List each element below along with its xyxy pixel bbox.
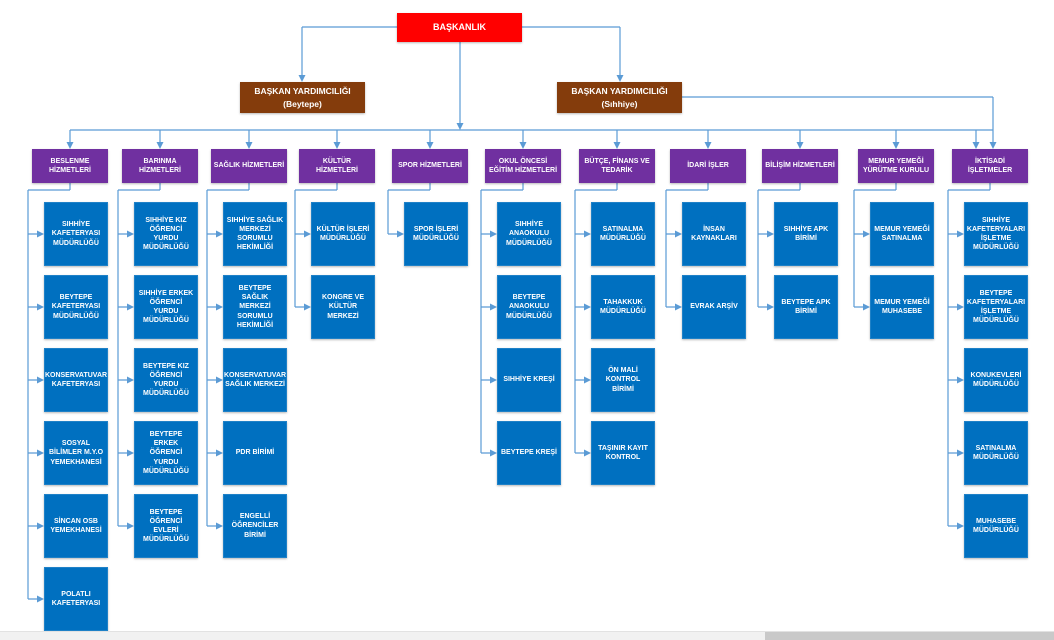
unit-box: SIHHİYE KAFETERYALARI İŞLETME MÜDÜRLÜĞÜ	[964, 202, 1028, 266]
unit-box: SİNCAN OSB YEMEKHANESİ	[44, 494, 108, 558]
unit-box: BEYTEPE KREŞİ	[497, 421, 561, 485]
deputy-title: BAŞKAN YARDIMCILIĞI	[254, 85, 351, 96]
unit-box: SOSYAL BİLİMLER M.Y.O YEMEKHANESİ	[44, 421, 108, 485]
horizontal-scrollbar-thumb[interactable]	[765, 632, 1054, 640]
department-box: BARINMA HİZMETLERİ	[122, 149, 198, 183]
department-box: OKUL ÖNCESİ EĞİTİM HİZMETLERİ	[485, 149, 561, 183]
unit-box: KONGRE VE KÜLTÜR MERKEZİ	[311, 275, 375, 339]
unit-box: KONUKEVLERİ MÜDÜRLÜĞÜ	[964, 348, 1028, 412]
deputy-box-sihhiye: BAŞKAN YARDIMCILIĞI (Sıhhiye)	[557, 82, 682, 113]
unit-box: SIHHİYE ERKEK ÖĞRENCİ YURDU MÜDÜRLÜĞÜ	[134, 275, 198, 339]
unit-box: TAHAKKUK MÜDÜRLÜĞÜ	[591, 275, 655, 339]
department-box: BİLİŞİM HİZMETLERİ	[762, 149, 838, 183]
department-box: MEMUR YEMEĞİ YÜRÜTME KURULU	[858, 149, 934, 183]
unit-box: SIHHİYE KIZ ÖĞRENCİ YURDU MÜDÜRLÜĞÜ	[134, 202, 198, 266]
unit-box: BEYTEPE KAFETERYALARI İŞLETME MÜDÜRLÜĞÜ	[964, 275, 1028, 339]
deputy-location: (Beytepe)	[283, 98, 322, 109]
unit-box: ENGELLİ ÖĞRENCİLER BİRİMİ	[223, 494, 287, 558]
unit-box: KONSERVATUVAR KAFETERYASI	[44, 348, 108, 412]
deputy-box-beytepe: BAŞKAN YARDIMCILIĞI (Beytepe)	[240, 82, 365, 113]
unit-box: SIHHİYE KREŞİ	[497, 348, 561, 412]
horizontal-scrollbar[interactable]	[0, 631, 1054, 640]
unit-box: BEYTEPE KIZ ÖĞRENCİ YURDU MÜDÜRLÜĞÜ	[134, 348, 198, 412]
unit-box: KÜLTÜR İŞLERİ MÜDÜRLÜĞÜ	[311, 202, 375, 266]
unit-box: İNSAN KAYNAKLARI	[682, 202, 746, 266]
unit-box: SATINALMA MÜDÜRLÜĞÜ	[964, 421, 1028, 485]
unit-box: KONSERVATUVAR SAĞLIK MERKEZİ	[223, 348, 287, 412]
department-box: SAĞLIK HİZMETLERİ	[211, 149, 287, 183]
unit-box: BEYTEPE SAĞLIK MERKEZİ SORUMLU HEKİMLİĞİ	[223, 275, 287, 339]
unit-box: BEYTEPE ANAOKULU MÜDÜRLÜĞÜ	[497, 275, 561, 339]
deputy-location: (Sıhhiye)	[601, 98, 638, 109]
unit-box: PDR BİRİMİ	[223, 421, 287, 485]
deputy-title: BAŞKAN YARDIMCILIĞI	[571, 85, 668, 96]
unit-box: BEYTEPE KAFETERYASI MÜDÜRLÜĞÜ	[44, 275, 108, 339]
unit-box: EVRAK ARŞİV	[682, 275, 746, 339]
unit-box: BEYTEPE ÖĞRENCİ EVLERİ MÜDÜRLÜĞÜ	[134, 494, 198, 558]
department-box: BÜTÇE, FİNANS VE TEDARİK	[579, 149, 655, 183]
department-box: KÜLTÜR HİZMETLERİ	[299, 149, 375, 183]
department-box: İDARİ İŞLER	[670, 149, 746, 183]
department-box: İKTİSADİ İŞLETMELER	[952, 149, 1028, 183]
unit-box: BEYTEPE APK BİRİMİ	[774, 275, 838, 339]
unit-box: BEYTEPE ERKEK ÖĞRENCİ YURDU MÜDÜRLÜĞÜ	[134, 421, 198, 485]
department-box: SPOR HİZMETLERİ	[392, 149, 468, 183]
unit-box: SPOR İŞLERİ MÜDÜRLÜĞÜ	[404, 202, 468, 266]
unit-box: POLATLI KAFETERYASI	[44, 567, 108, 631]
unit-box: SIHHİYE ANAOKULU MÜDÜRLÜĞÜ	[497, 202, 561, 266]
unit-box: MEMUR YEMEĞİ MUHASEBE	[870, 275, 934, 339]
unit-box: SIHHİYE SAĞLIK MERKEZİ SORUMLU HEKİMLİĞİ	[223, 202, 287, 266]
unit-box: SIHHİYE APK BİRİMİ	[774, 202, 838, 266]
unit-box: TAŞINIR KAYIT KONTROL	[591, 421, 655, 485]
unit-box: MEMUR YEMEĞİ SATINALMA	[870, 202, 934, 266]
unit-box: SIHHİYE KAFETERYASI MÜDÜRLÜĞÜ	[44, 202, 108, 266]
root-box-baskanlik: BAŞKANLIK	[397, 13, 522, 42]
unit-box: SATINALMA MÜDÜRLÜĞÜ	[591, 202, 655, 266]
unit-box: ÖN MALİ KONTROL BİRİMİ	[591, 348, 655, 412]
department-box: BESLENME HİZMETLERİ	[32, 149, 108, 183]
unit-box: MUHASEBE MÜDÜRLÜĞÜ	[964, 494, 1028, 558]
